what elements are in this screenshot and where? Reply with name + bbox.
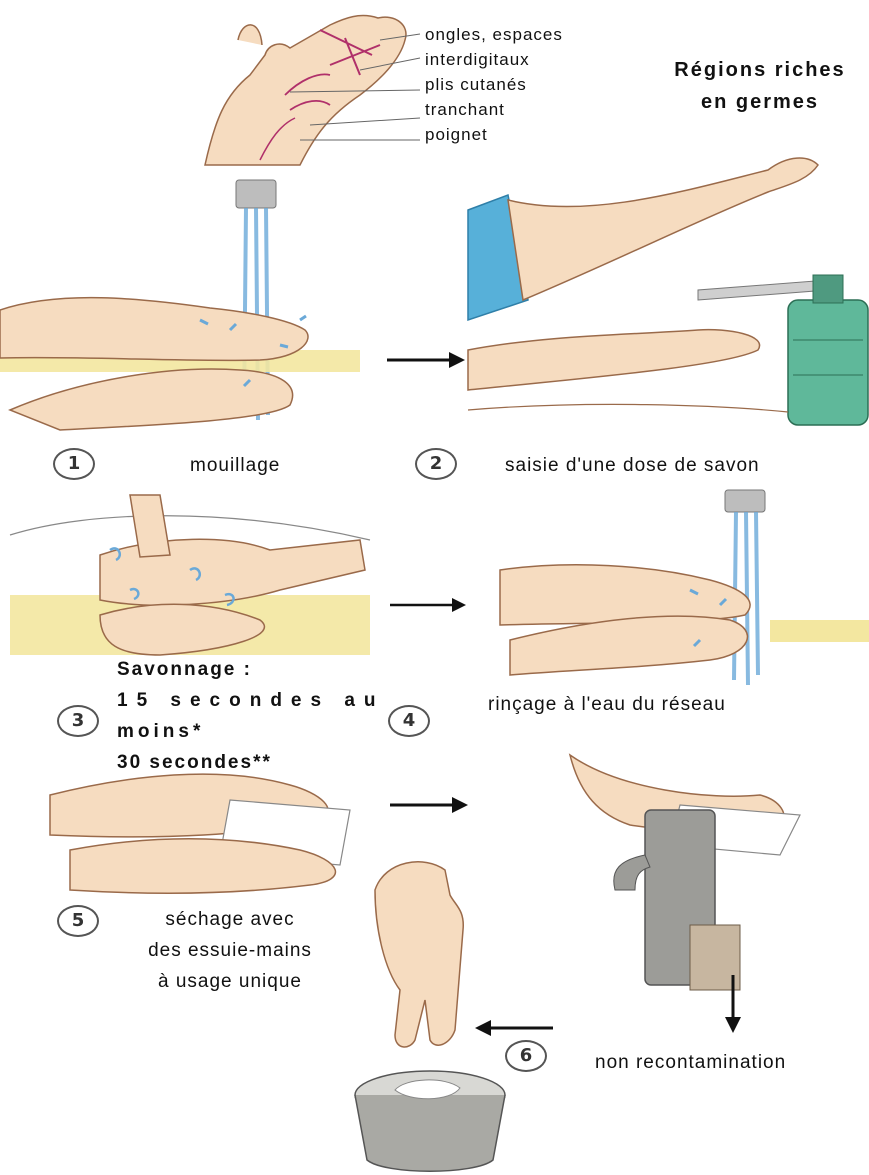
faucet-with-towel-illustration (560, 755, 810, 1005)
step5-label-line: à usage unique (110, 966, 350, 997)
page-title: Régions riches en germes (655, 54, 865, 118)
step-label: rinçage à l'eau du réseau (488, 694, 726, 716)
step-number-badge: 6 (505, 1040, 547, 1072)
step5-label-line: séchage avec (110, 904, 350, 935)
step-number-badge: 4 (388, 705, 430, 737)
step-label: non recontamination (595, 1052, 786, 1074)
step6-disposal-illustration (345, 850, 525, 1170)
arrow-right-icon (387, 350, 467, 370)
step5-label: séchage avec des essuie-mains à usage un… (110, 904, 350, 997)
region-label: tranchant (425, 97, 563, 122)
step1-wetting-illustration (0, 180, 360, 440)
region-label: plis cutanés (425, 72, 563, 97)
step3-label-line: Savonnage : (117, 654, 385, 685)
step3-soaping-illustration (10, 495, 370, 675)
region-label: poignet (425, 122, 563, 147)
soap-bottle-icon (788, 300, 868, 425)
page-title-line: Régions riches (655, 54, 865, 86)
step-number-badge: 3 (57, 705, 99, 737)
arrow-right-icon (390, 795, 470, 815)
step2-soap-illustration (468, 150, 868, 430)
step5-label-line: des essuie-mains (110, 935, 350, 966)
arrow-right-icon (390, 597, 470, 613)
region-label: interdigitaux (425, 47, 563, 72)
step-number-badge: 5 (57, 905, 99, 937)
step-label: mouillage (190, 455, 280, 477)
step4-rinsing-illustration (500, 490, 869, 690)
step5-drying-illustration (50, 755, 390, 905)
step3-label-line: moins* (117, 716, 385, 747)
arrow-left-icon (475, 1018, 555, 1038)
arrow-down-icon (723, 975, 743, 1035)
regions-list: ongles, espaces interdigitaux plis cutan… (425, 22, 563, 147)
step-number-badge: 1 (53, 448, 95, 480)
step-number-badge: 2 (415, 448, 457, 480)
step-label: saisie d'une dose de savon (505, 455, 760, 477)
page-title-line: en germes (655, 86, 865, 118)
step3-label-line: 15 secondes au (117, 685, 385, 716)
region-label: ongles, espaces (425, 22, 563, 47)
